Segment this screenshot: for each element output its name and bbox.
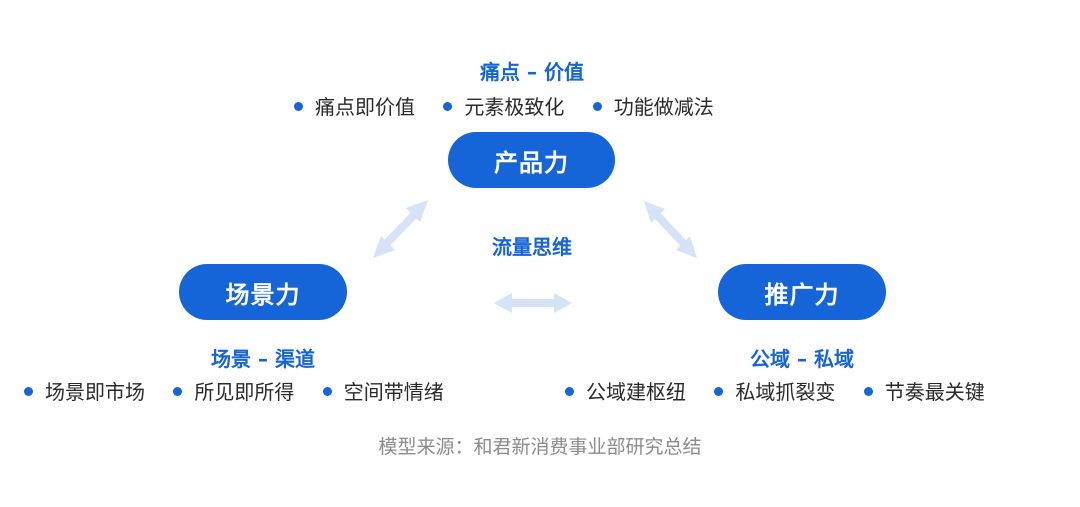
scene-power-pill: 场景力	[179, 264, 347, 320]
bullet-dot-icon	[294, 102, 303, 111]
list-item: 空间带情绪	[322, 376, 444, 405]
list-item: 痛点即价值	[294, 91, 415, 120]
list-item: 所见即所得	[173, 376, 294, 405]
arrow-top-left-diagonal	[373, 200, 428, 258]
product-power-pill: 产品力	[448, 132, 615, 188]
promotion-power-pill: 推广力	[718, 264, 886, 320]
source-note: 模型来源：和君新消费事业部研究总结	[378, 436, 702, 458]
left-title: 场景 – 渠道	[211, 347, 315, 371]
right-title: 公域 – 私域	[750, 347, 854, 371]
top-bullets: 痛点即价值 元素极致化 功能做减法	[294, 91, 714, 120]
bullet-dot-icon	[173, 387, 183, 396]
list-item: 节奏最关键	[863, 376, 985, 405]
bullet-dot-icon	[24, 387, 33, 396]
bullet-dot-icon	[863, 387, 873, 396]
list-item: 公域建枢纽	[565, 376, 686, 405]
list-item: 功能做减法	[592, 91, 714, 120]
bullet-dot-icon	[322, 387, 332, 396]
right-bullets: 公域建枢纽 私域抓裂变 节奏最关键	[565, 376, 985, 405]
left-bullets: 场景即市场 所见即所得 空间带情绪	[24, 376, 444, 405]
bullet-dot-icon	[565, 387, 574, 396]
arrow-top-right-diagonal	[644, 201, 697, 258]
bullet-dot-icon	[714, 387, 724, 396]
list-item: 私域抓裂变	[714, 376, 835, 405]
center-label: 流量思维	[492, 235, 572, 259]
arrow-horizontal	[494, 293, 572, 313]
bullet-dot-icon	[443, 102, 453, 111]
top-title: 痛点 – 价值	[480, 60, 584, 84]
list-item: 元素极致化	[443, 91, 564, 120]
list-item: 场景即市场	[24, 376, 145, 405]
bullet-dot-icon	[592, 102, 602, 111]
